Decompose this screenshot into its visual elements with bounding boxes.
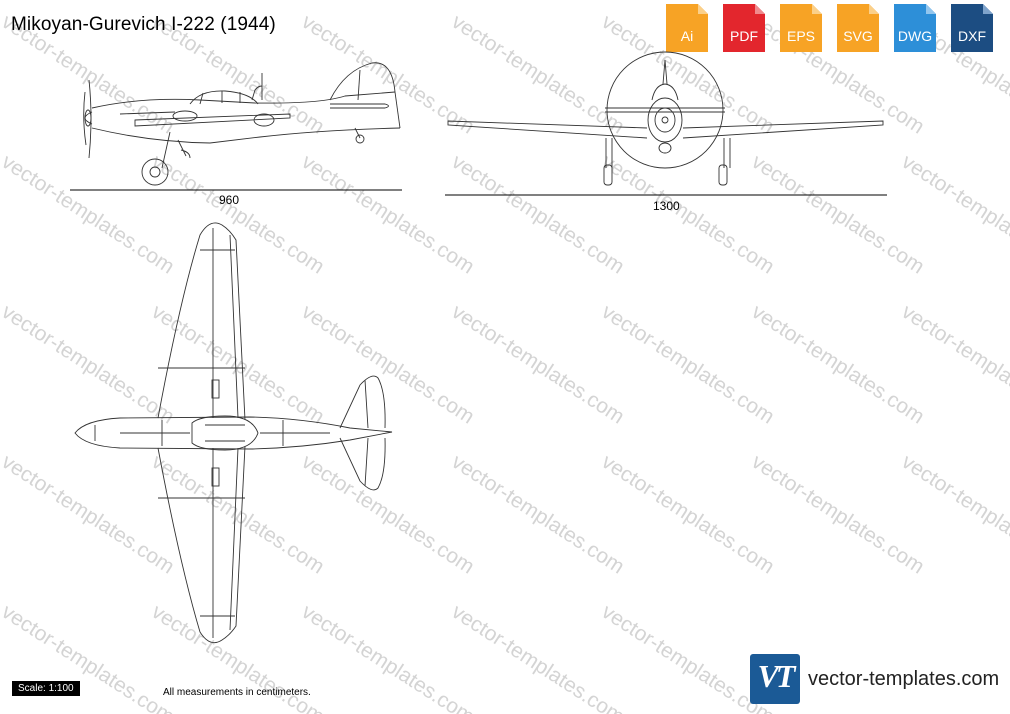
eps-file-icon[interactable]: EPS (780, 4, 822, 52)
vt-logo-icon: VT (750, 654, 800, 704)
side-length-label: 960 (219, 193, 240, 207)
top-view (74, 222, 393, 644)
dxf-file-icon[interactable]: DXF (951, 4, 993, 52)
scale-badge: Scale: 1:100 (12, 681, 80, 696)
ai-file-icon[interactable]: Ai (666, 4, 708, 52)
format-badges: Ai PDF EPS SVG DWG DXF (666, 4, 1006, 54)
front-span-label: 1300 (653, 199, 680, 213)
front-view (447, 51, 884, 186)
format-label: EPS (786, 28, 815, 44)
format-label: DXF (958, 28, 986, 44)
format-label: Ai (680, 28, 694, 44)
dwg-file-icon[interactable]: DWG (894, 4, 936, 52)
pdf-file-icon[interactable]: PDF (723, 4, 765, 52)
page-title: Mikoyan-Gurevich I-222 (1944) (11, 14, 276, 35)
format-label: DWG (897, 28, 933, 44)
format-label: PDF (730, 28, 758, 44)
format-label: SVG (843, 28, 873, 44)
measurement-note: All measurements in centimeters. (163, 687, 311, 698)
svg-file-icon[interactable]: SVG (837, 4, 879, 52)
side-view (83, 62, 401, 186)
brand-url[interactable]: vector-templates.com (808, 668, 1000, 690)
logo-text: VT (757, 658, 796, 694)
brand-logo[interactable]: VT vector-templates.com (750, 654, 1005, 704)
